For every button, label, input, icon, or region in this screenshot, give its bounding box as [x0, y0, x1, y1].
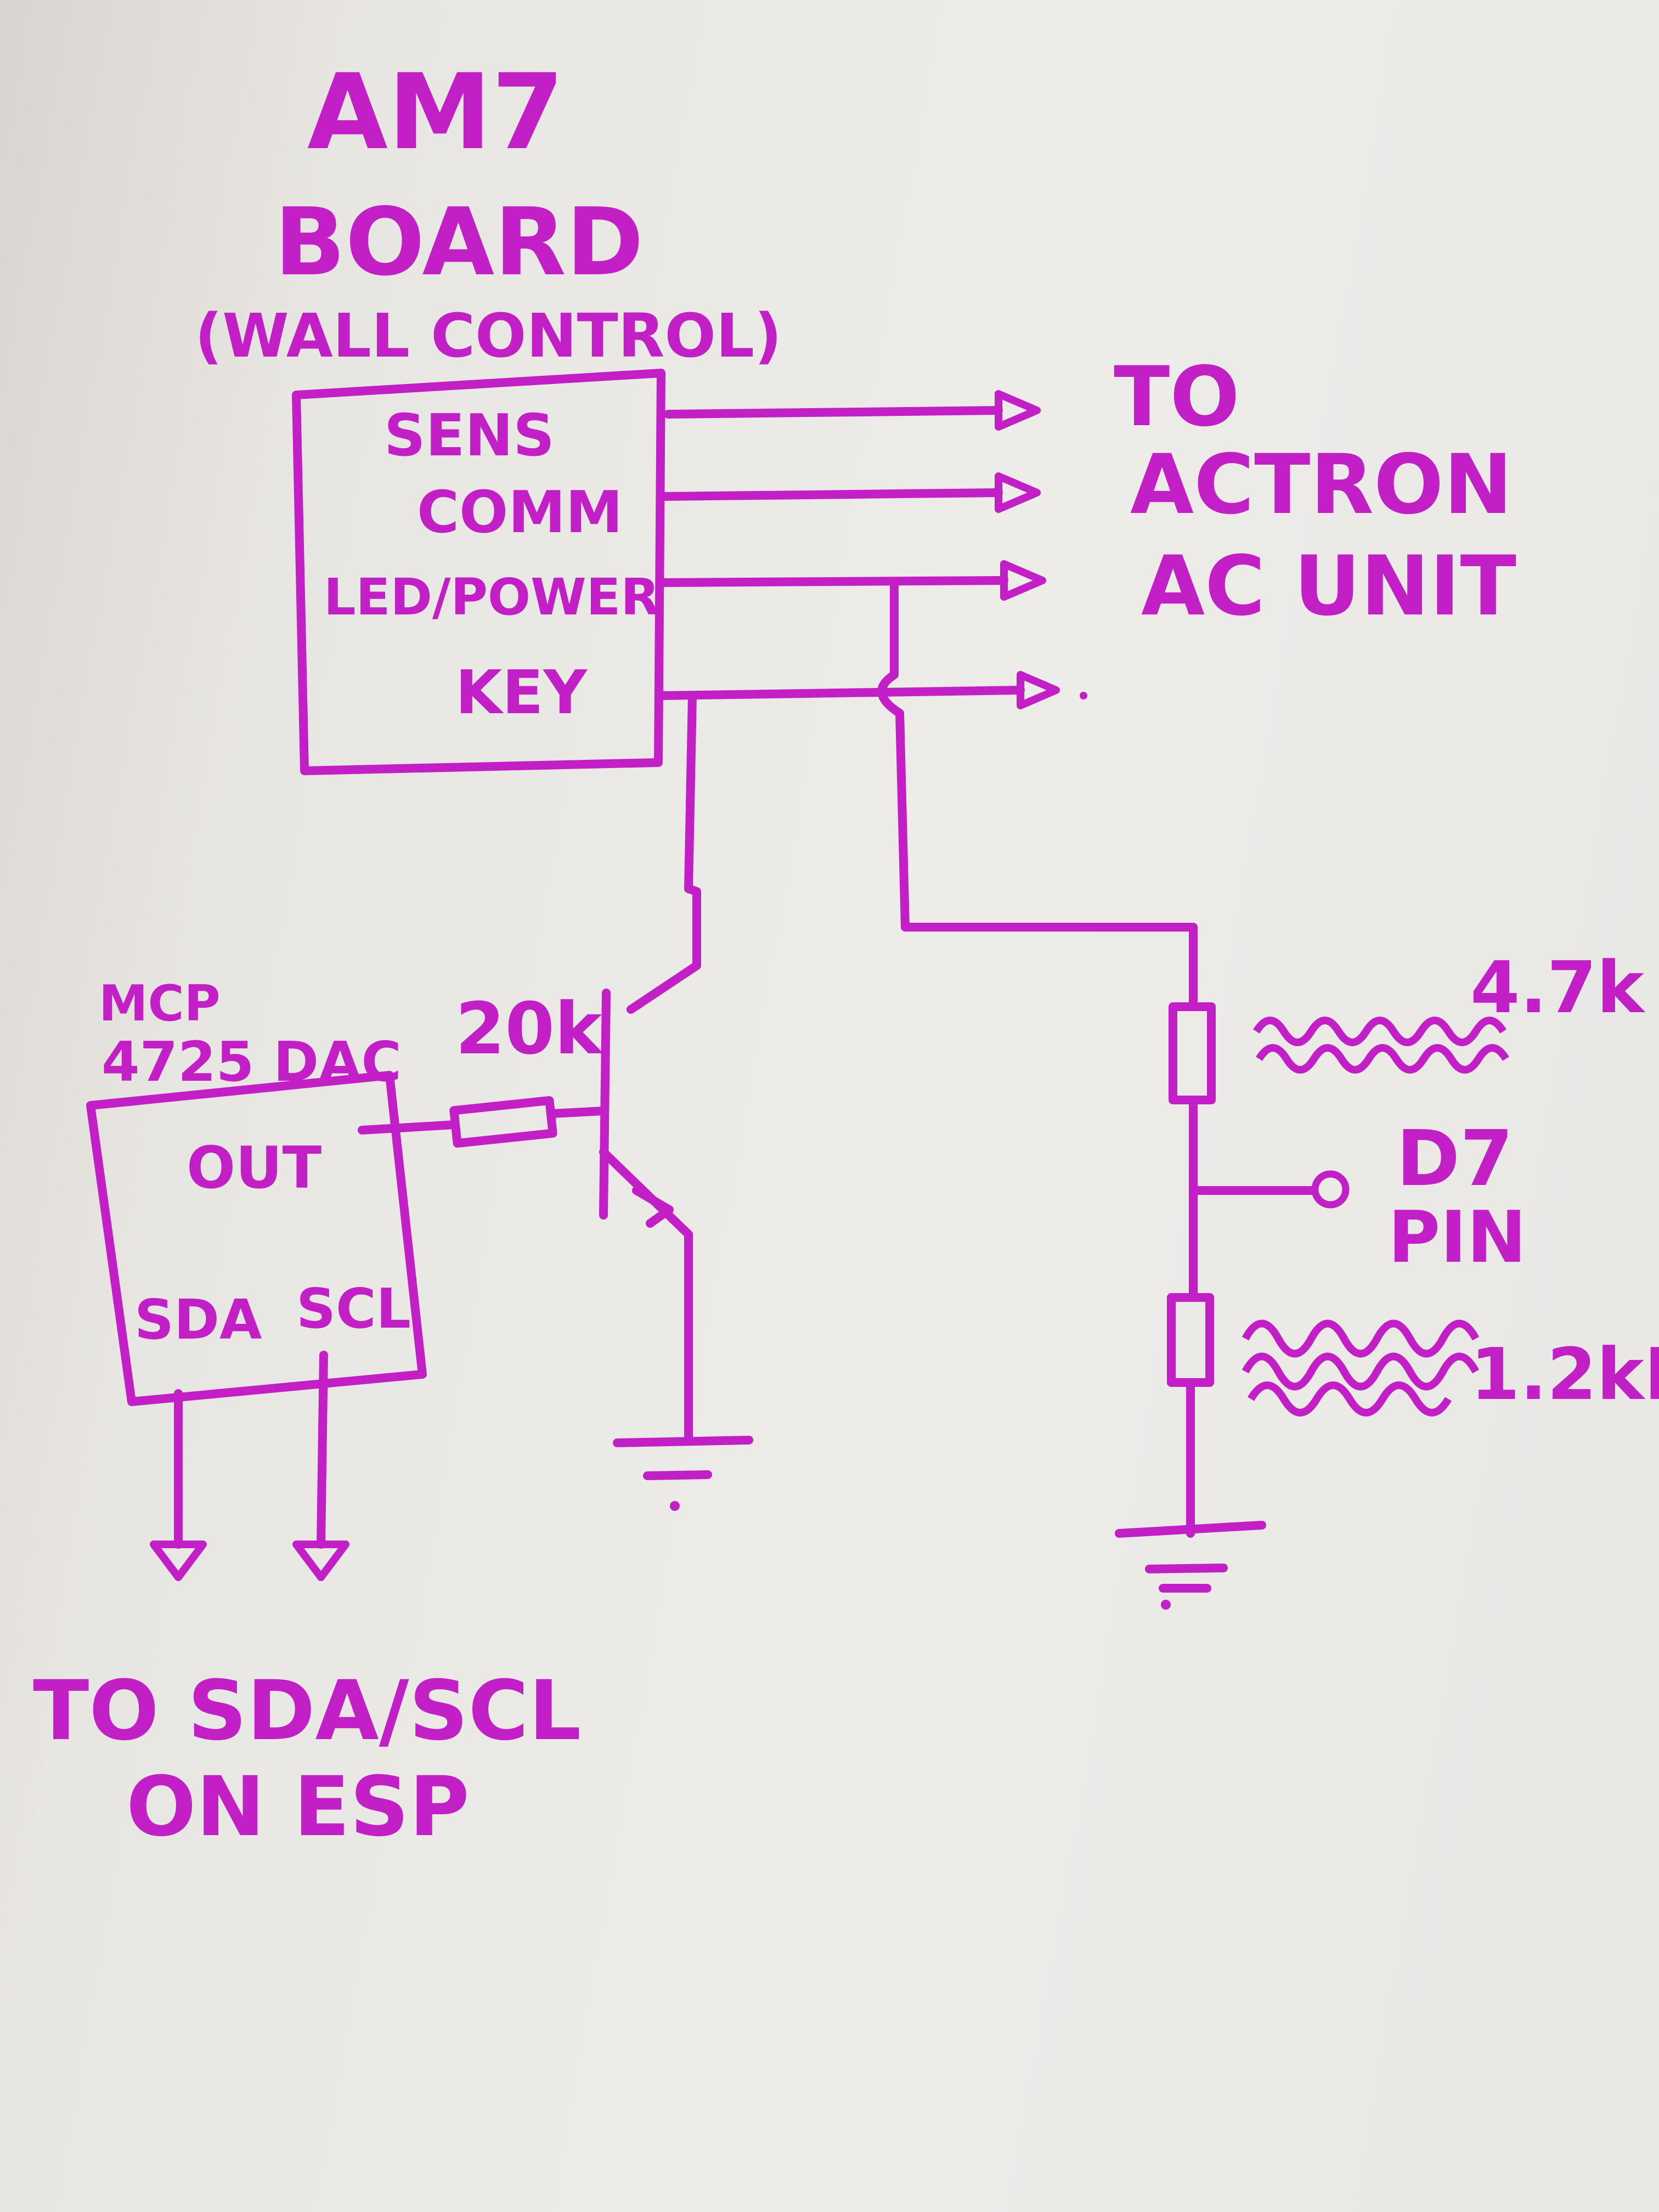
dac-label-mcp: MCP [99, 975, 221, 1032]
wire-comm [657, 488, 1003, 501]
wire-led-tap-with-jump [877, 578, 1198, 1011]
ground-transistor-icon [613, 1436, 753, 1511]
esp-label-line2: ON ESP [126, 1759, 470, 1855]
board-title-am7: AM7 [307, 52, 564, 173]
ground-divider-icon [1115, 1521, 1266, 1610]
resistor-base [449, 1096, 557, 1148]
pin-label-key: KEY [455, 657, 588, 727]
d7-label: D7 [1396, 1114, 1514, 1204]
pin-label-sens: SENS [384, 402, 555, 469]
dac-pin-scl: SCL [296, 1277, 411, 1341]
arrow-sda-icon [150, 1541, 207, 1581]
dac-pin-sda: SDA [134, 1288, 262, 1352]
arrow-led-power-icon [1000, 560, 1046, 601]
resistor-top [1169, 1002, 1216, 1104]
wire-led-power [658, 576, 1008, 587]
scribble-bottom-value [1242, 1319, 1480, 1417]
dac-label-model: 4725 DAC [101, 1030, 402, 1094]
scribble-top-value [1253, 1017, 1509, 1074]
wire-dac-out [358, 1120, 460, 1135]
pin-label-led-power: LED/POWER [324, 568, 659, 627]
arrow-comm-icon [995, 472, 1041, 513]
wire-sens [664, 406, 1003, 419]
arrow-key-icon [1017, 671, 1060, 709]
emitter-arrow-icon [632, 1186, 674, 1228]
wire-scl [317, 1351, 328, 1549]
board-title-board: BOARD [274, 188, 644, 297]
dac-box [86, 1071, 427, 1406]
resistor-top-value: 4.7k [1470, 946, 1645, 1029]
arrow-key-dot [1080, 692, 1087, 699]
d7-pin-terminal [1311, 1170, 1350, 1209]
am7-board-box [292, 369, 665, 775]
arrow-sens-icon [995, 390, 1041, 431]
wire-to-base [547, 1107, 608, 1118]
resistor-bottom [1167, 1293, 1214, 1387]
pin-label: PIN [1388, 1195, 1526, 1279]
arrow-scl-icon [292, 1541, 349, 1581]
ac-unit-label-ac-unit: AC UNIT [1141, 539, 1516, 634]
esp-label-line1: TO SDA/SCL [33, 1663, 581, 1759]
resistor-bottom-value: 1.2kR [1470, 1333, 1659, 1416]
transistor-base-bar [599, 989, 611, 1220]
dac-pin-out: OUT [187, 1135, 322, 1201]
base-resistor-value: 20k [455, 987, 603, 1070]
board-subtitle: (WALL CONTROL) [195, 301, 782, 371]
wire-emitter [599, 1148, 693, 1444]
wire-collector [627, 691, 701, 1014]
ac-unit-label-actron: ACTRON [1130, 437, 1513, 533]
wire-key [658, 686, 1025, 700]
pin-label-comm: COMM [417, 479, 623, 546]
ac-unit-label-to: TO [1114, 349, 1240, 445]
